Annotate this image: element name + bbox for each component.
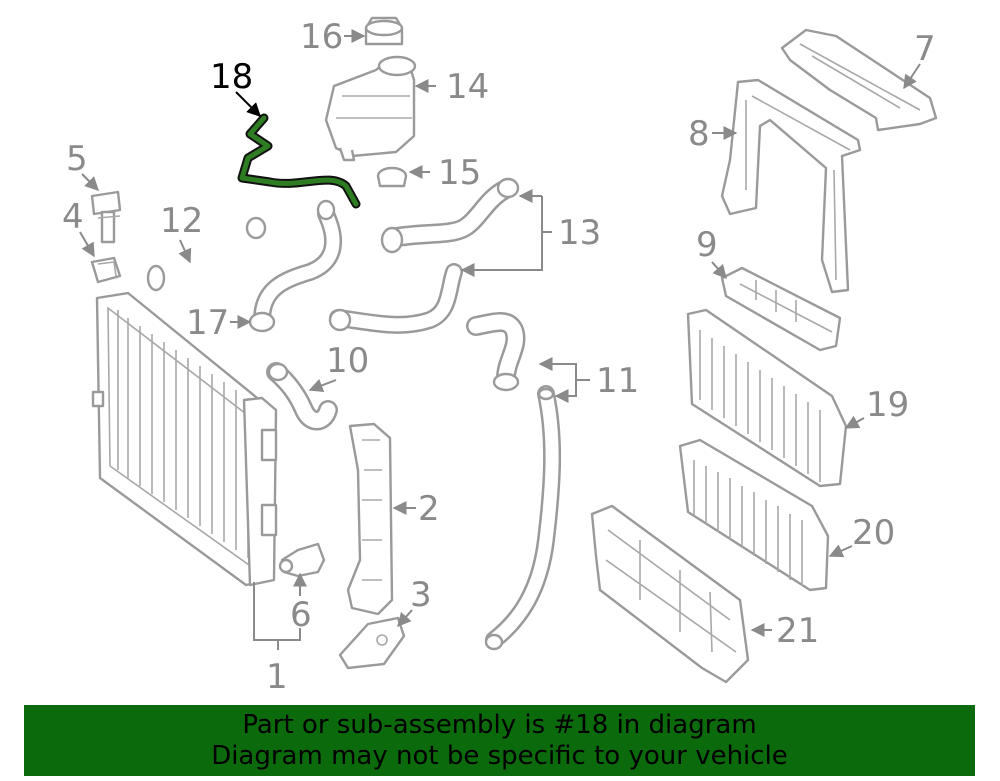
label-part-2: 2 [418,489,440,529]
banner-line-1: Part or sub-assembly is #18 in diagram [242,709,757,740]
label-part-18: 18 [210,57,253,97]
label-part-5: 5 [66,139,88,179]
label-part-14: 14 [446,67,489,107]
hose-part-13[interactable] [328,177,520,334]
label-part-1: 1 [266,657,288,697]
label-part-9: 9 [696,225,718,265]
clip-part-4[interactable] [90,256,122,284]
expansion-tank-part-14[interactable] [324,55,417,162]
grille-part-20[interactable] [678,438,830,592]
cap-part-16[interactable] [364,16,404,46]
label-part-11: 11 [596,361,639,401]
info-banner: Part or sub-assembly is #18 in diagram D… [24,705,975,776]
hose-part-17[interactable] [248,199,342,333]
label-part-7: 7 [914,29,936,69]
label-part-17: 17 [186,303,229,343]
shroud-part-9[interactable] [720,266,842,352]
label-part-19: 19 [866,385,909,425]
upper-bracket-part-7[interactable] [780,28,938,132]
label-part-15: 15 [438,153,481,193]
leader-lines [79,29,921,650]
carrier-part-21[interactable] [590,504,750,684]
label-part-8: 8 [688,114,710,154]
hose-part-12[interactable] [146,216,267,292]
label-part-13: 13 [558,213,601,253]
banner-line-2: Diagram may not be specific to your vehi… [211,740,788,771]
hose-part-18-highlighted[interactable] [237,113,361,209]
label-part-20: 20 [852,513,895,553]
label-part-4: 4 [62,197,84,237]
label-part-3: 3 [410,575,432,615]
label-part-16: 16 [300,17,343,57]
part-labels: 1 2 3 4 5 6 7 8 9 10 11 12 13 14 15 16 1… [62,17,936,697]
parts-diagram: 1 2 3 4 5 6 7 8 9 10 11 12 13 14 15 16 1… [62,16,938,697]
label-part-10: 10 [326,341,369,381]
bracket-part-2[interactable] [346,422,394,616]
sensor-part-6[interactable] [278,542,326,578]
grommet-part-15[interactable] [376,166,408,188]
shutter-part-19[interactable] [686,308,848,488]
bracket-part-3[interactable] [338,616,406,670]
frame-part-8[interactable] [720,78,862,294]
bolt-part-5[interactable] [90,190,122,244]
label-part-12: 12 [160,201,203,241]
radiator-part[interactable] [91,291,278,587]
label-part-21: 21 [776,611,819,651]
hose-part-10[interactable] [266,362,338,431]
hose-part-11[interactable] [466,312,562,651]
label-part-6: 6 [290,595,312,635]
